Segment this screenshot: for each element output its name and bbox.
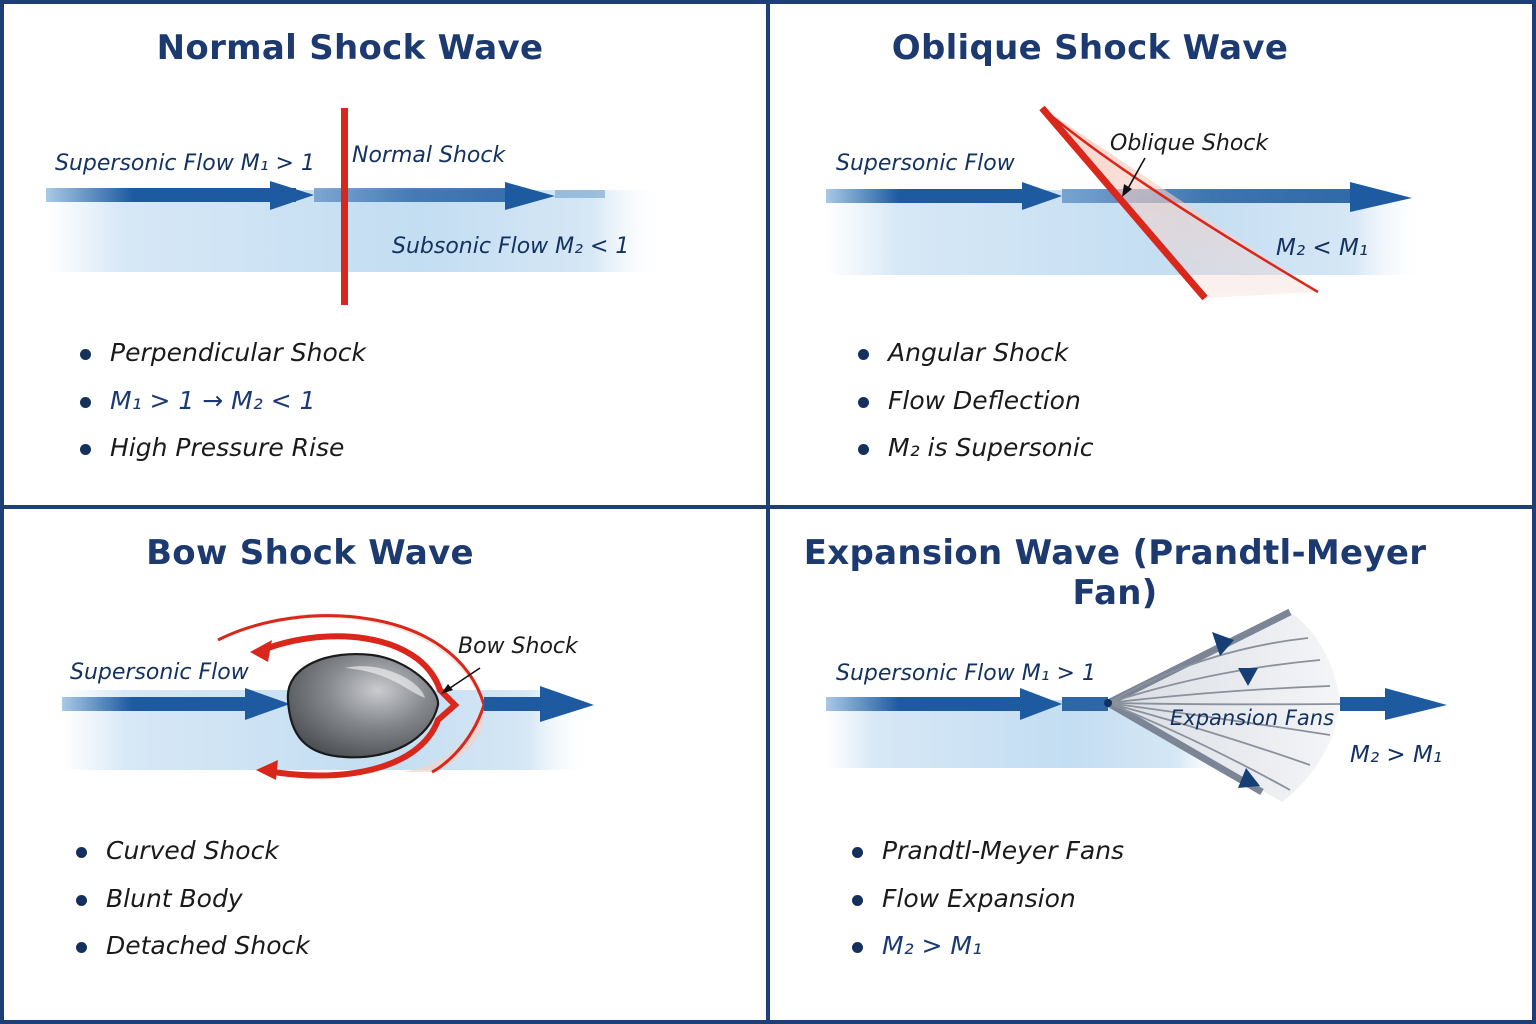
fan-arrowhead-1: [1212, 632, 1234, 656]
oblique-shock-title: Oblique Shock Wave: [891, 28, 1289, 68]
downstream-flow-arrowhead: [1385, 688, 1447, 720]
downstream-label: Subsonic Flow M₂ < 1: [392, 234, 629, 259]
downstream-flow-arrow-shaft: [484, 697, 554, 711]
outer-bow-shock: [217, 614, 486, 774]
bullet-item: Flow Expansion: [852, 884, 1124, 932]
arrow-trail: [555, 190, 605, 198]
oblique-shock-label: Oblique Shock: [1110, 131, 1269, 156]
vertical-divider: [766, 0, 770, 1024]
oblique-shock-bullets: Angular Shock Flow Deflection M₂ is Supe…: [858, 338, 1094, 481]
shock-layer: [222, 613, 484, 772]
deflected-boundary-line: [1041, 107, 1319, 294]
fan-line: [1107, 637, 1309, 704]
upstream-flow-arrow-shaft: [826, 697, 1036, 711]
upstream-label: Supersonic Flow: [836, 151, 1016, 176]
flow-band: [46, 190, 666, 272]
fan-line: [1107, 702, 1331, 736]
upstream-label: Supersonic Flow M₁ > 1: [55, 151, 315, 176]
upstream-flow-arrow-shaft: [46, 188, 296, 202]
bullet-item: M₁ > 1 → M₂ < 1: [80, 386, 366, 434]
fan-line: [1107, 702, 1311, 766]
oblique-shock-line: [1039, 105, 1208, 301]
flow-shaft-to-corner: [1062, 697, 1108, 711]
expansion-wave-title: Expansion Wave (Prandtl-Meyer Fan): [803, 533, 1427, 613]
inner-bow-shock: [256, 633, 460, 779]
downstream-flow-arrowhead: [540, 686, 594, 722]
bow-shock-bullets: Curved Shock Blunt Body Detached Shock: [76, 836, 310, 979]
fan-lines: [1107, 637, 1341, 791]
downstream-label: M₂ < M₁: [1276, 235, 1368, 261]
upstream-flow-arrowhead: [245, 688, 290, 720]
pointer-arrowhead: [441, 684, 453, 694]
fan-line: [1107, 685, 1331, 704]
fan-line: [1107, 702, 1341, 706]
bullet-item: Flow Deflection: [858, 386, 1094, 434]
upstream-flow-arrowhead: [1020, 688, 1062, 720]
bullet-item: High Pressure Rise: [80, 433, 366, 481]
bullet-item: Angular Shock: [858, 338, 1094, 386]
normal-shock-diagram: Supersonic Flow M₁ > 1 Normal Shock Subs…: [46, 108, 666, 305]
downstream-label: M₂ > M₁: [1350, 742, 1442, 768]
bullet-item: Detached Shock: [76, 931, 310, 979]
bow-shock-label: Bow Shock: [458, 634, 579, 659]
upstream-flow-arrowhead: [270, 181, 314, 210]
horizontal-divider: [0, 505, 1536, 509]
flow-arrowhead-bottom: [256, 760, 278, 780]
oblique-shock-diagram: Supersonic Flow Oblique Shock M₂ < M₁: [826, 105, 1426, 301]
fan-arrowhead-2: [1238, 668, 1258, 686]
downstream-flow-arrowhead: [1350, 182, 1412, 212]
fan-trailing-edge: [1106, 699, 1264, 796]
oblique-pointer-arrow: [1125, 157, 1146, 193]
bow-shock-diagram: Supersonic Flow Bow Shock: [62, 613, 594, 780]
bullet-item: Blunt Body: [76, 884, 310, 932]
downstream-flow-arrow-shaft: [314, 188, 514, 202]
normal-shock-bullets: Perpendicular Shock M₁ > 1 → M₂ < 1 High…: [80, 338, 366, 481]
upstream-flow-arrow-shaft: [826, 189, 1036, 203]
upstream-flow-arrowhead: [1022, 182, 1062, 210]
upstream-flow-arrow-shaft: [62, 697, 262, 711]
upstream-label: Supersonic Flow: [70, 660, 250, 685]
normal-shock-line: [341, 108, 348, 305]
bullet-item: Curved Shock: [76, 836, 310, 884]
bow-shock-title: Bow Shock Wave: [146, 533, 474, 573]
expansion-fans-label: Expansion Fans: [1170, 706, 1334, 730]
pointer-arrowhead: [1122, 184, 1132, 197]
fan-arrowhead-3: [1238, 768, 1260, 788]
downstream-flow-arrowhead: [505, 182, 555, 210]
fan-line: [1107, 702, 1291, 791]
bow-pointer-arrow: [446, 667, 481, 691]
fan-line: [1107, 659, 1321, 704]
normal-shock-title: Normal Shock Wave: [156, 28, 544, 68]
expansion-fan-diagram: Supersonic Flow M₁ > 1 Expansion Fans M₂…: [826, 608, 1447, 802]
upstream-label: Supersonic Flow M₁ > 1: [836, 661, 1096, 686]
bullet-item: M₂ is Supersonic: [858, 433, 1094, 481]
bullet-item: M₂ > M₁: [852, 931, 1124, 979]
downstream-flow-arrow-shaft: [1062, 189, 1362, 203]
expansion-corner-point: [1104, 699, 1112, 707]
body-highlight: [345, 666, 425, 698]
expansion-wave-bullets: Prandtl-Meyer Fans Flow Expansion M₂ > M…: [852, 836, 1124, 979]
bullet-item: Prandtl-Meyer Fans: [852, 836, 1124, 884]
bullet-item: Perpendicular Shock: [80, 338, 366, 386]
flow-arrowhead-top: [250, 640, 272, 662]
normal-shock-label: Normal Shock: [352, 143, 506, 168]
